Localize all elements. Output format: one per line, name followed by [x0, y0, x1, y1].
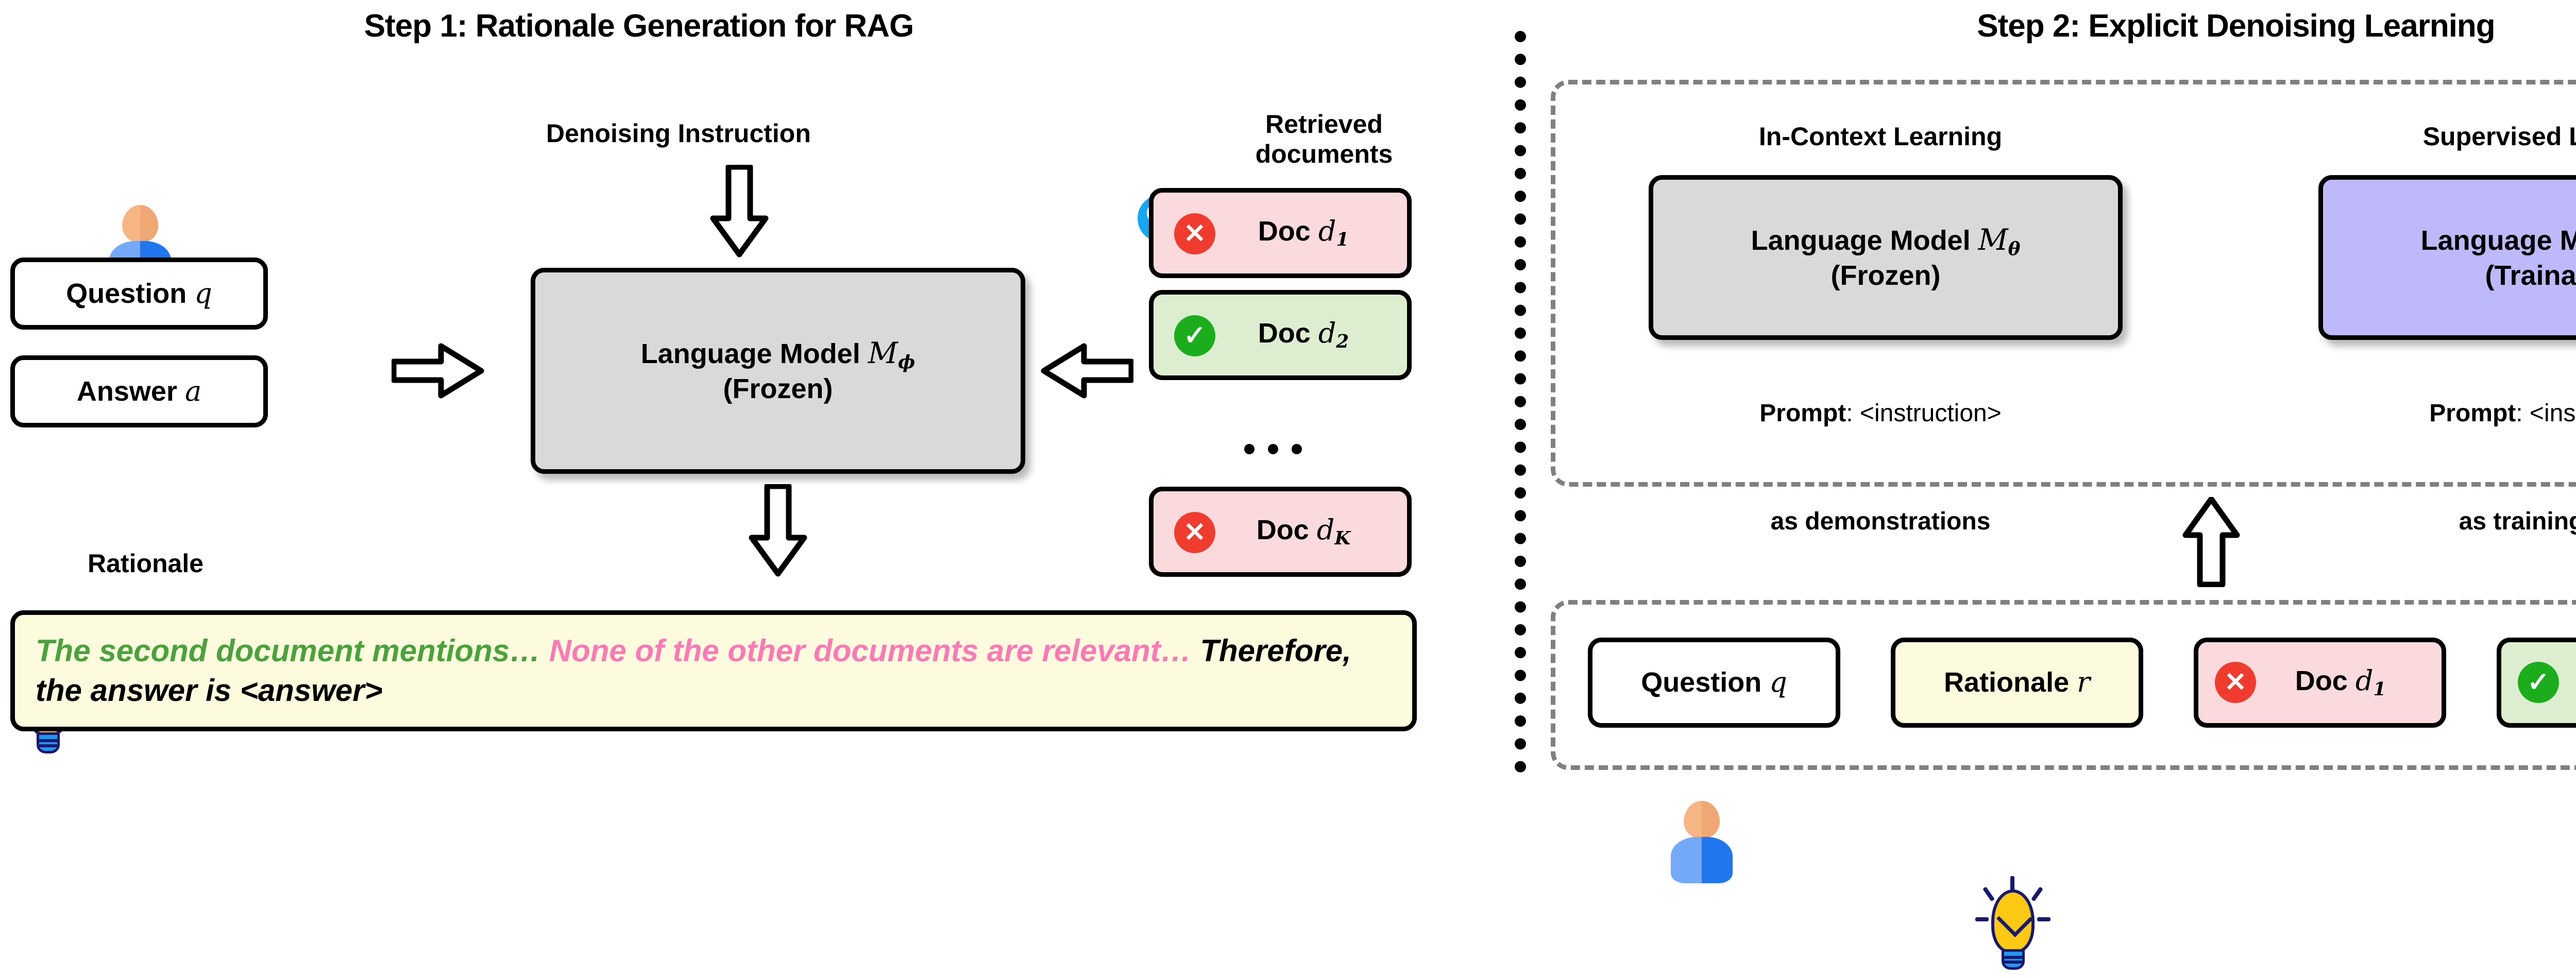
arrow-down-instruction-to-lm [710, 165, 769, 258]
sl-lm-label: Language Model [2420, 225, 2576, 256]
lm-box-state: (Frozen) [723, 373, 833, 404]
icl-prompt-value: : <instruction> [1846, 399, 2002, 427]
bottom-question-label: Question [1641, 667, 1762, 698]
retrieved-documents-heading: Retrieved documents [1255, 110, 1393, 168]
question-box-symbol: q [194, 277, 212, 310]
doc-k-symbol: d [1316, 513, 1335, 546]
bulb-ray [1975, 917, 1989, 921]
supervised-learning-title: Supervised Learning [2422, 122, 2576, 151]
icl-language-model-box[interactable]: Language Model Mθ (Frozen) [1649, 175, 2123, 340]
doc-2-ok-glyph: ✓ [1183, 321, 1206, 351]
bottom-doc-1-label: Doc [2295, 665, 2348, 697]
icl-prompt-key: Prompt [1759, 399, 1846, 427]
doc-2-subscript: 2 [1336, 331, 1349, 353]
avatar-body [1671, 837, 1733, 883]
bottom-doc-1-subscript: 1 [2373, 679, 2386, 700]
doc-k-error-badge: ✕ [1174, 512, 1215, 553]
retrieved-doc-2[interactable]: ✓ Doc d2 [1149, 290, 1412, 380]
bulb-ray [2031, 886, 2043, 902]
language-model-frozen-box[interactable]: Language Model Mϕ (Frozen) [531, 268, 1025, 474]
ellipsis-dot [1244, 444, 1255, 454]
sl-lm-state: (Trainable) [2485, 260, 2576, 291]
doc-1-error-badge: ✕ [1174, 213, 1215, 254]
bottom-doc-2-ok-glyph: ✓ [2527, 667, 2550, 697]
arrow-up-examples-to-learning [2182, 497, 2240, 587]
ellipsis-dot [1268, 444, 1278, 454]
bottom-rationale-label: Rationale [1944, 667, 2070, 698]
question-box[interactable]: Question q [10, 258, 268, 330]
in-context-learning-title: In-Context Learning [1758, 122, 2003, 151]
bottom-question-box[interactable]: Question q [1588, 638, 1840, 728]
bulb-base [36, 732, 60, 753]
lm-box-label: Language Model [640, 338, 860, 369]
lm-box-symbol: M [868, 336, 898, 370]
answer-box[interactable]: Answer a [10, 355, 268, 427]
doc-2-symbol: d [1318, 317, 1336, 350]
bottom-doc-1[interactable]: ✕ Doc d1 [2194, 638, 2446, 728]
answer-box-symbol: a [184, 374, 202, 407]
bulb-base [2001, 949, 2025, 970]
arrow-down-lm-to-rationale [749, 484, 807, 577]
bulb-ray [2037, 917, 2050, 921]
bulb-ray [1982, 886, 1995, 902]
avatar-head [122, 205, 158, 243]
ellipsis-dot [1292, 444, 1302, 454]
right-panel-title: Step 2: Explicit Denoising Learning [1977, 8, 2495, 44]
rationale-label: Rationale [88, 549, 204, 578]
bottom-doc-1-error-badge: ✕ [2215, 662, 2256, 703]
bottom-rationale-symbol: r [2077, 666, 2090, 699]
arrow-right-qa-to-lm [392, 343, 484, 399]
retrieved-docs-ellipsis [1244, 444, 1302, 454]
question-box-label: Question [66, 278, 187, 309]
bottom-user-avatar-icon [1671, 801, 1733, 883]
doc-2-label: Doc [1258, 318, 1311, 349]
rationale-text-box[interactable]: The second document mentions… None of th… [10, 610, 1417, 731]
lm-box-subscript: ϕ [897, 351, 916, 373]
bottom-doc-1-symbol: d [2355, 664, 2374, 697]
bottom-doc-2-ok-badge: ✓ [2518, 662, 2559, 703]
icl-lm-state: (Frozen) [1831, 260, 1941, 291]
doc-1-symbol: d [1318, 215, 1336, 248]
bottom-doc-2[interactable]: ✓ Doc d2 [2497, 638, 2576, 728]
icl-lm-label: Language Model [1751, 225, 1971, 256]
learning-methods-container [1551, 80, 2576, 487]
icl-lm-symbol: M [1978, 222, 2008, 257]
doc-k-error-glyph: ✕ [1183, 518, 1206, 547]
doc-1-subscript: 1 [1336, 229, 1349, 251]
retrieved-doc-k[interactable]: ✕ Doc dK [1149, 487, 1412, 577]
rationale-pink-text: None of the other documents are relevant… [549, 633, 1192, 668]
sl-prompt-value: : <instruction> [2516, 399, 2576, 427]
doc-1-label: Doc [1258, 216, 1311, 247]
doc-1-error-glyph: ✕ [1183, 219, 1206, 249]
bottom-doc-1-error-glyph: ✕ [2224, 667, 2247, 697]
sl-prompt-line: Prompt : <instruction> [2262, 397, 2576, 430]
doc-k-subscript: K [1334, 528, 1351, 550]
answer-box-label: Answer [76, 375, 177, 407]
rationale-green-text: The second document mentions… [36, 633, 541, 668]
retrieved-doc-1[interactable]: ✕ Doc d1 [1149, 188, 1412, 278]
training-examples-container [1551, 600, 2576, 770]
arrow-left-docs-to-lm [1041, 343, 1133, 399]
bottom-rationale-bulb-icon [1974, 875, 2052, 978]
icl-lm-subscript: θ [2008, 238, 2021, 260]
icl-footer-caption: as demonstrations [1770, 507, 1991, 535]
sl-footer-caption: as training data [2459, 507, 2576, 535]
denoising-instruction-label: Denoising Instruction [546, 119, 811, 148]
doc-2-ok-badge: ✓ [1174, 315, 1215, 356]
bottom-rationale-box[interactable]: Rationale r [1891, 638, 2143, 728]
bottom-question-symbol: q [1769, 666, 1787, 699]
rationale-black-text: Therefore, the answer is <answer> [36, 633, 1351, 708]
panel-divider [1515, 31, 1526, 773]
sl-prompt-key: Prompt [2429, 399, 2516, 427]
doc-k-label: Doc [1256, 514, 1309, 546]
sl-language-model-box[interactable]: Language Model Mθ (Trainable) [2318, 175, 2576, 340]
icl-prompt-line: Prompt : <instruction> [1592, 397, 2169, 430]
left-panel-title: Step 1: Rationale Generation for RAG [364, 8, 914, 44]
avatar-head [1684, 801, 1720, 839]
